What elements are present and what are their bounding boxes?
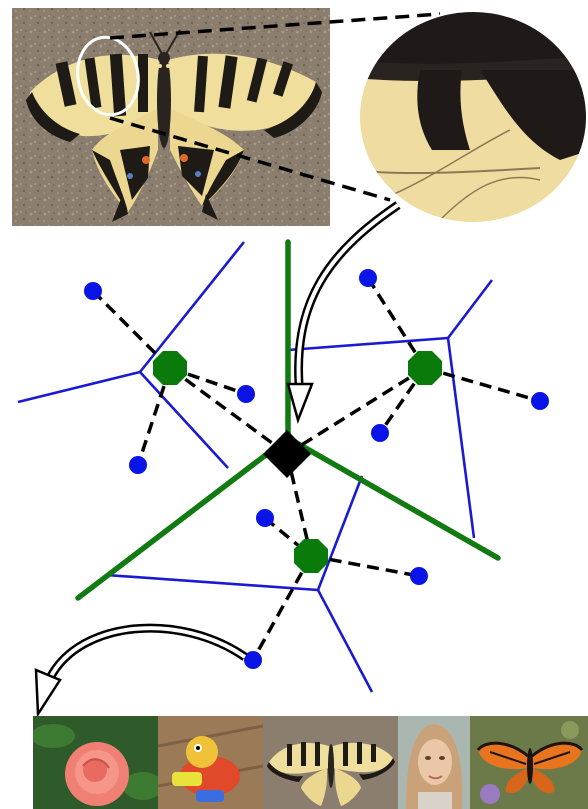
cluster-center [408,351,442,385]
leaf-node [237,385,255,403]
retrieved-image-toy-bird[interactable] [158,716,263,809]
fine-partitions [18,242,492,692]
tree-edges [93,278,540,660]
retrieved-image-portrait[interactable] [398,716,470,809]
cluster-center [294,539,328,573]
coarse-partitions [78,242,498,598]
leaf-node [256,509,274,527]
leaf-nodes [84,269,549,669]
root-node [263,430,311,478]
leaf-node [84,282,102,300]
leaf-node [359,269,377,287]
retrieved-images [33,716,588,809]
leaf-node [531,392,549,410]
retrieved-image-rose[interactable] [33,716,158,809]
leaf-node [371,424,389,442]
descend-arrow [288,205,398,420]
source-photo [12,8,330,226]
leaf-node [410,567,428,585]
zoom-patch [355,8,588,226]
leaf-node [129,456,147,474]
retrieved-image-monarch[interactable] [470,716,588,809]
retrieve-arrow [36,628,245,714]
cluster-center [153,351,187,385]
retrieved-image-swallowtail[interactable] [263,716,398,809]
